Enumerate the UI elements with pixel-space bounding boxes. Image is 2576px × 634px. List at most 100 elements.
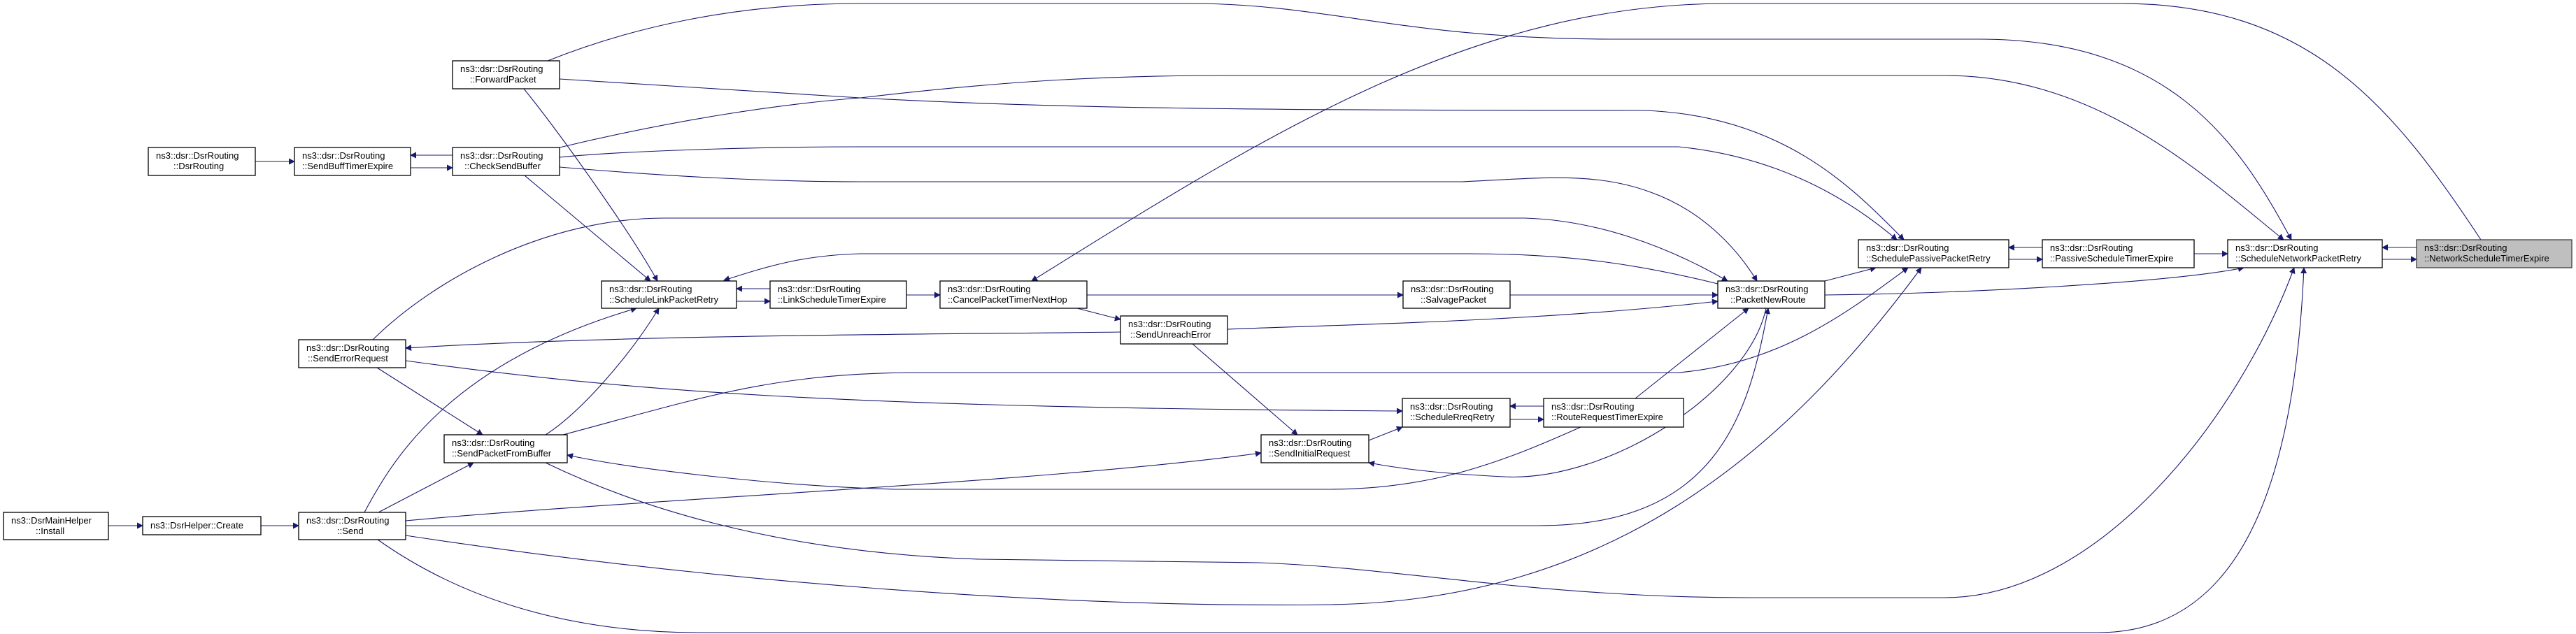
svg-text:ns3::dsr::DsrRouting::SendBuff: ns3::dsr::DsrRouting::SendBuffTimerExpir… (302, 150, 393, 171)
edge-sue-ser (405, 331, 1121, 351)
node-cancel-packet-timer-next-hop[interactable]: ns3::dsr::DsrRouting::CancelPacketTimerN… (939, 280, 1088, 309)
node-network-schedule-timer-expire-focus: ns3::dsr::DsrRouting::NetworkScheduleTim… (2416, 239, 2573, 268)
edge-ser-pnr (372, 217, 1728, 340)
node-label-line1: ns3::dsr::DsrRouting (1269, 438, 1352, 448)
svg-text:ns3::dsr::DsrRouting::Schedule: ns3::dsr::DsrRouting::ScheduleLinkPacket… (609, 284, 719, 305)
edge-pnr-sir (1368, 308, 1767, 477)
edge-send-slpr (364, 306, 637, 513)
edge-csb-sppr (559, 146, 1898, 240)
edge-pnr-snpr (1824, 266, 2244, 296)
edge-sue-pnr (1227, 298, 1718, 330)
node-schedule-passive-packet-retry[interactable]: ns3::dsr::DsrRouting::SchedulePassivePac… (1858, 239, 2009, 268)
node-passive-schedule-timer-expire[interactable]: ns3::dsr::DsrRouting::PassiveScheduleTim… (2042, 239, 2195, 268)
node-label-line1: ns3::DsrMainHelper (11, 515, 92, 526)
node-send-buff-timer-expire[interactable]: ns3::dsr::DsrRouting::SendBuffTimerExpir… (294, 147, 411, 176)
svg-text:ns3::dsr::DsrRouting::PassiveS: ns3::dsr::DsrRouting::PassiveScheduleTim… (2050, 243, 2174, 264)
edge-nste-cptnh (1031, 3, 2482, 282)
svg-text:ns3::dsr::DsrRouting::NetworkS: ns3::dsr::DsrRouting::NetworkScheduleTim… (2424, 243, 2549, 264)
svg-text:ns3::dsr::DsrRouting::PacketNe: ns3::dsr::DsrRouting::PacketNewRoute (1725, 284, 1809, 305)
node-link-schedule-timer-expire[interactable]: ns3::dsr::DsrRouting::LinkScheduleTimerE… (769, 280, 907, 309)
svg-text:ns3::dsr::DsrRouting::CancelPa: ns3::dsr::DsrRouting::CancelPacketTimerN… (948, 284, 1067, 305)
node-label-line1: ns3::dsr::DsrRouting (609, 284, 692, 294)
node-schedule-rreq-retry[interactable]: ns3::dsr::DsrRouting::ScheduleRreqRetry (1402, 398, 1511, 428)
node-label-line2: ::SendPacketFromBuffer (452, 448, 552, 459)
node-label-line1: ns3::dsr::DsrRouting (2235, 243, 2319, 253)
node-dsrmainhelper-install[interactable]: ns3::DsrMainHelper::Install (3, 512, 109, 540)
edge-spfb-slpr (545, 308, 660, 435)
svg-text:ns3::dsr::DsrRouting::SalvageP: ns3::dsr::DsrRouting::SalvagePacket (1411, 284, 1494, 305)
node-label-line2: ::NetworkScheduleTimerExpire (2424, 253, 2549, 264)
node-forward-packet[interactable]: ns3::dsr::DsrRouting::ForwardPacket (452, 60, 560, 89)
edge-send-spfb (378, 462, 474, 513)
node-label-line2: ::Send (337, 526, 364, 536)
edge-send-snpr (377, 267, 2307, 633)
edge-csb-slpr (524, 175, 651, 282)
node-dsrrouting-ctor[interactable]: ns3::dsr::DsrRouting::DsrRouting (148, 147, 256, 176)
node-label-line1: ns3::DsrHelper::Create (150, 520, 243, 531)
node-label-line2: ::ScheduleRreqRetry (1410, 412, 1495, 422)
node-label-line1: ns3::dsr::DsrRouting (2424, 243, 2507, 253)
node-packet-new-route[interactable]: ns3::dsr::DsrRouting::PacketNewRoute (1717, 280, 1826, 309)
node-label-line1: ns3::dsr::DsrRouting (2050, 243, 2133, 253)
svg-text:ns3::dsr::DsrRouting::Schedule: ns3::dsr::DsrRouting::SchedulePassivePac… (1866, 243, 1991, 264)
node-label-line2: ::CheckSendBuffer (464, 161, 541, 171)
node-send-unreach-error[interactable]: ns3::dsr::DsrRouting::SendUnreachError (1120, 315, 1228, 345)
nodes: ns3::DsrMainHelper::Install ns3::DsrHelp… (3, 60, 2573, 540)
node-send-error-request[interactable]: ns3::dsr::DsrRouting::SendErrorRequest (298, 339, 406, 368)
node-dsrhelper-create[interactable]: ns3::DsrHelper::Create (142, 516, 262, 535)
node-label-line1: ns3::dsr::DsrRouting (1128, 319, 1211, 329)
svg-text:ns3::dsr::DsrRouting::DsrRouti: ns3::dsr::DsrRouting::DsrRouting (156, 150, 239, 171)
edge-fp-snpr (547, 3, 2292, 240)
svg-text:ns3::dsr::DsrRouting::LinkSche: ns3::dsr::DsrRouting::LinkScheduleTimerE… (778, 284, 886, 305)
node-schedule-network-packet-retry[interactable]: ns3::dsr::DsrRouting::ScheduleNetworkPac… (2227, 239, 2383, 268)
node-route-request-timer-expire[interactable]: ns3::dsr::DsrRouting::RouteRequestTimerE… (1543, 398, 1684, 428)
node-send-packet-from-buffer[interactable]: ns3::dsr::DsrRouting::SendPacketFromBuff… (443, 434, 568, 463)
node-label-line2: ::ScheduleNetworkPacketRetry (2235, 253, 2361, 264)
edge-ser-srr (405, 360, 1403, 415)
node-check-send-buffer[interactable]: ns3::dsr::DsrRouting::CheckSendBuffer (452, 147, 560, 176)
edge-pnr-slpr (723, 253, 1718, 284)
svg-text:ns3::dsr::DsrRouting::SendInit: ns3::dsr::DsrRouting::SendInitialRequest (1269, 438, 1352, 459)
node-label-line1: ns3::dsr::DsrRouting (156, 150, 239, 161)
svg-text:ns3::dsr::DsrRouting::SendUnre: ns3::dsr::DsrRouting::SendUnreachError (1128, 319, 1211, 340)
node-label-line2: ::Install (36, 526, 64, 536)
node-label-line1: ns3::dsr::DsrRouting (1411, 284, 1494, 294)
svg-text:ns3::dsr::DsrRouting::ForwardP: ns3::dsr::DsrRouting::ForwardPacket (460, 64, 543, 85)
node-label-line2: ::PacketNewRoute (1730, 294, 1806, 305)
edge-spfb-snpr (545, 267, 2296, 598)
node-label-line1: ns3::dsr::DsrRouting (778, 284, 861, 294)
svg-text:ns3::dsr::DsrRouting::Schedule: ns3::dsr::DsrRouting::ScheduleNetworkPac… (2235, 243, 2361, 264)
node-send-initial-request[interactable]: ns3::dsr::DsrRouting::SendInitialRequest (1260, 434, 1369, 463)
node-label-line2: ::SendUnreachError (1130, 329, 1211, 340)
node-salvage-packet[interactable]: ns3::dsr::DsrRouting::SalvagePacket (1402, 280, 1511, 309)
edge-rrte-spfb (567, 426, 1581, 490)
node-label-line1: ns3::dsr::DsrRouting (1410, 401, 1493, 412)
node-label-line2: ::CancelPacketTimerNextHop (948, 294, 1067, 305)
edge-pnr-sppr (1824, 266, 1877, 282)
node-label-line2: ::ForwardPacket (470, 74, 536, 85)
node-label-line2: ::SendErrorRequest (308, 353, 388, 363)
node-label-line2: ::SchedulePassivePacketRetry (1866, 253, 1991, 264)
node-label-line1: ns3::dsr::DsrRouting (948, 284, 1031, 294)
node-schedule-link-packet-retry[interactable]: ns3::dsr::DsrRouting::ScheduleLinkPacket… (601, 280, 737, 309)
node-label-line1: ns3::dsr::DsrRouting (452, 438, 535, 448)
edge-spfb-sppr (562, 267, 1909, 435)
svg-text:ns3::dsr::DsrRouting::SendPack: ns3::dsr::DsrRouting::SendPacketFromBuff… (452, 438, 552, 459)
svg-text:ns3::dsr::DsrRouting::CheckSen: ns3::dsr::DsrRouting::CheckSendBuffer (460, 150, 543, 171)
node-label-line1: ns3::dsr::DsrRouting (306, 343, 390, 353)
edge-cptnh-sue (1076, 308, 1121, 322)
node-send[interactable]: ns3::dsr::DsrRouting::Send (298, 512, 406, 540)
edge-send-sir (405, 450, 1262, 521)
node-label-line1: ns3::dsr::DsrRouting (1551, 401, 1635, 412)
edge-sue-sir (1192, 343, 1298, 435)
svg-text:ns3::dsr::DsrRouting::Schedule: ns3::dsr::DsrRouting::ScheduleRreqRetry (1410, 401, 1495, 422)
node-label-line1: ns3::dsr::DsrRouting (1725, 284, 1809, 294)
svg-text:ns3::dsr::DsrRouting::Send: ns3::dsr::DsrRouting::Send (306, 515, 390, 536)
node-label-line1: ns3::dsr::DsrRouting (460, 64, 543, 74)
edges (108, 3, 2482, 633)
node-label-line2: ::DsrRouting (173, 161, 224, 171)
edge-sir-srr (1368, 426, 1403, 441)
svg-text:ns3::DsrHelper::Create: ns3::DsrHelper::Create (150, 520, 243, 531)
node-label-line2: ::SendBuffTimerExpire (302, 161, 393, 171)
